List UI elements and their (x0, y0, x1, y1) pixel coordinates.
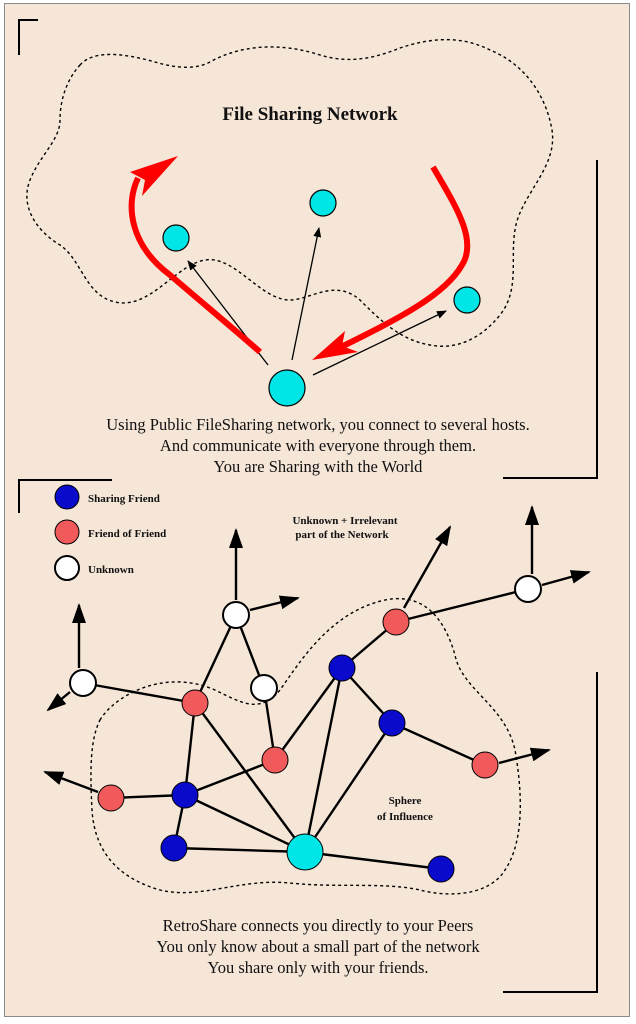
bottom-panel-caption: RetroShare connects you directly to your… (0, 915, 636, 978)
friend-of-friend-node (97, 784, 125, 812)
top-panel-caption: Using Public FileSharing network, you co… (0, 414, 636, 477)
network-edges (82, 587, 529, 871)
sharing-friend-node (328, 654, 356, 682)
friend-of-friend-node (382, 608, 410, 636)
self-node-top (268, 369, 306, 407)
sphere-of-influence-boundary (90, 597, 521, 895)
public-flow-arrows (128, 156, 471, 360)
public-host-node (309, 189, 337, 217)
public-hosts (162, 189, 481, 407)
bottom-caption-line: You share only with your friends. (207, 958, 429, 977)
public-connection-arrows (187, 227, 447, 376)
unknown-node (250, 674, 278, 702)
legend: Sharing Friend Friend of Friend Unknown (54, 484, 166, 581)
irrelevant-region-label-line-2: part of the Network (295, 529, 389, 541)
corner-brackets (18, 19, 598, 993)
public-host-node (453, 286, 481, 314)
top-caption-line: Using Public FileSharing network, you co… (106, 415, 530, 434)
unknown-nodes (69, 575, 542, 702)
legend-swatch-friend-of-friend (54, 519, 80, 545)
friend-of-friend-nodes (97, 608, 499, 812)
legend-label-unknown: Unknown (88, 564, 134, 576)
public-host-node (162, 224, 190, 252)
sphere-label-line-2: of Influence (377, 811, 433, 823)
legend-swatch-sharing-friend (54, 484, 80, 510)
outbound-arrows (43, 505, 591, 794)
sharing-friend-node (427, 855, 455, 883)
top-caption-line: And communicate with everyone through th… (159, 436, 477, 455)
public-network-cloud (26, 38, 554, 347)
friend-of-friend-node (261, 746, 289, 774)
sharing-friend-node (378, 709, 406, 737)
legend-label-sharing-friend: Sharing Friend (88, 493, 160, 505)
top-caption-line: You are Sharing with the World (213, 457, 423, 476)
unknown-node (222, 601, 250, 629)
bottom-caption-line: RetroShare connects you directly to your… (162, 916, 474, 935)
unknown-node (69, 669, 97, 697)
legend-swatch-unknown (54, 555, 80, 581)
self-node-bottom (286, 833, 324, 871)
top-panel-title: File Sharing Network (222, 104, 398, 125)
sharing-friend-nodes (160, 654, 455, 883)
sphere-label-line-1: Sphere (389, 795, 422, 807)
sharing-friend-node (160, 834, 188, 862)
irrelevant-region-label-line-1: Unknown + Irrelevant (292, 515, 397, 527)
unknown-node (514, 575, 542, 603)
legend-label-friend-of-friend: Friend of Friend (88, 528, 166, 540)
friend-of-friend-node (181, 689, 209, 717)
friend-of-friend-node (471, 751, 499, 779)
sharing-friend-node (171, 781, 199, 809)
bottom-caption-line: You only know about a small part of the … (156, 937, 480, 956)
